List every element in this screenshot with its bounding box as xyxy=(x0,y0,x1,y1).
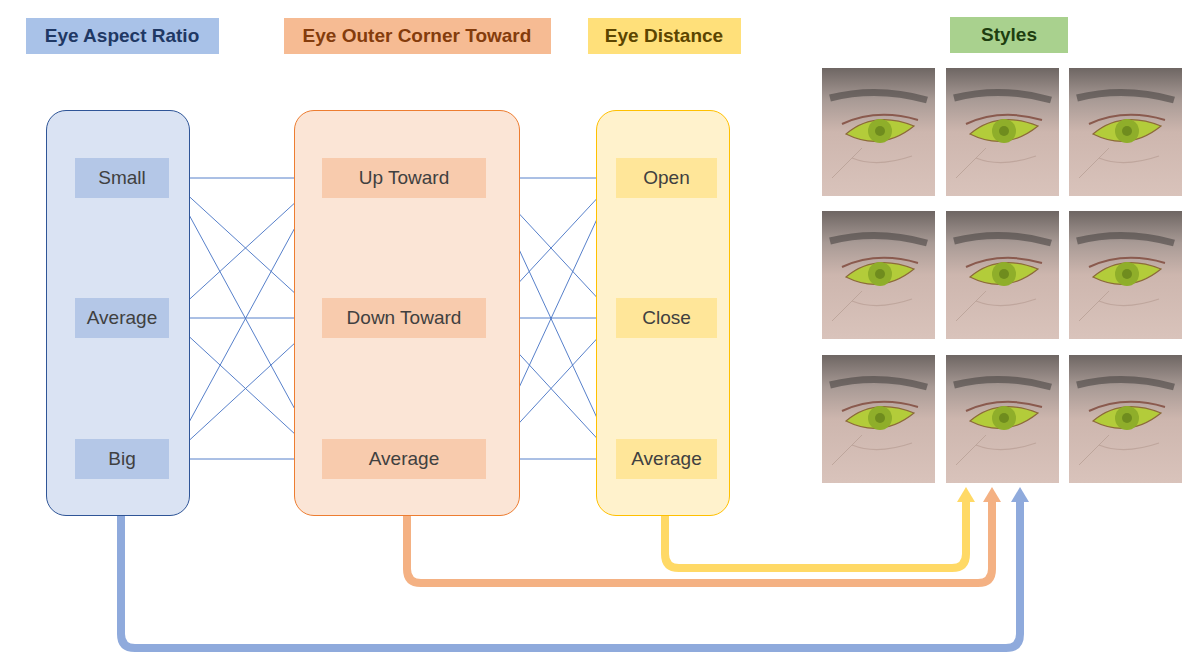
panel-heading: Styles xyxy=(950,17,1068,53)
styles-group: Styles xyxy=(822,68,1183,484)
option-label: Close xyxy=(642,307,691,329)
attribute-panel: Eye Aspect RatioSmallAverageBig xyxy=(46,110,190,516)
option-label: Big xyxy=(108,448,135,470)
option-box: Up Toward xyxy=(322,158,486,198)
option-label: Small xyxy=(98,167,146,189)
option-box: Small xyxy=(75,158,169,198)
photo xyxy=(822,68,1182,483)
option-label: Average xyxy=(369,448,439,470)
option-box: Average xyxy=(616,439,717,479)
panel-heading: Eye Aspect Ratio xyxy=(26,18,219,54)
option-box: Big xyxy=(75,439,169,479)
panel-heading: Eye Outer Corner Toward xyxy=(284,18,551,54)
option-label: Open xyxy=(643,167,689,189)
connector xyxy=(121,487,1029,648)
option-box: Open xyxy=(616,158,717,198)
attribute-panel: Eye Outer Corner TowardUp TowardDown Tow… xyxy=(294,110,520,516)
option-box: Average xyxy=(75,298,169,338)
option-label: Average xyxy=(87,307,157,329)
option-label: Down Toward xyxy=(347,307,462,329)
attribute-panel: Eye DistanceOpenCloseAverage xyxy=(596,110,730,516)
option-box: Average xyxy=(322,439,486,479)
panel-heading: Eye Distance xyxy=(588,18,741,54)
option-label: Up Toward xyxy=(359,167,449,189)
option-box: Down Toward xyxy=(322,298,486,338)
option-label: Average xyxy=(631,448,701,470)
option-box: Close xyxy=(616,298,717,338)
